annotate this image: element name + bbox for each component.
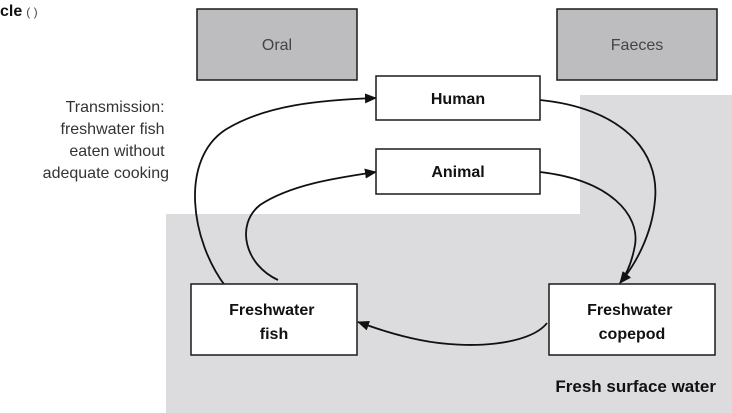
animal-node: Animal [375,148,541,195]
fish-label-line1: Freshwater [229,302,314,319]
transmission-note-line: adequate cooking [43,165,169,182]
animal-label: Animal [431,164,484,181]
oral-label: Oral [262,37,292,54]
partial-title-suffix: ( ) [26,5,37,19]
arrow-fish-to-animal [245,168,377,281]
partial-title: cle ( ) [0,3,38,20]
freshwater-copepod-node: Freshwater copepod [548,283,716,356]
arrow-copepod-to-fish [357,320,548,346]
transmission-note-line: freshwater fish [61,121,165,138]
arrow-fish-to-human [194,93,377,288]
arrow-human-to-copepod [539,99,657,284]
copepod-label-line2: copepod [599,326,666,343]
fish-label: Freshwater fish [229,302,319,343]
freshwater-fish-node: Freshwater fish [190,283,358,356]
fish-label-line2: fish [260,326,288,343]
copepod-label-line1: Freshwater [587,302,672,319]
copepod-label: Freshwater copepod [587,302,677,343]
faeces-label: Faeces [611,37,663,54]
transmission-note-line: Transmission: [66,99,165,116]
faeces-route-box: Faeces [556,8,718,81]
oral-route-box: Oral [196,8,358,81]
partial-title-text: cle [0,3,22,20]
transmission-note-line: eaten without [69,143,165,160]
fresh-surface-water-label: Fresh surface water [555,377,716,396]
human-node: Human [375,75,541,121]
human-label: Human [431,91,485,108]
transmission-note: Transmission: freshwater fish eaten with… [43,99,169,182]
arrow-animal-to-copepod [539,171,637,284]
